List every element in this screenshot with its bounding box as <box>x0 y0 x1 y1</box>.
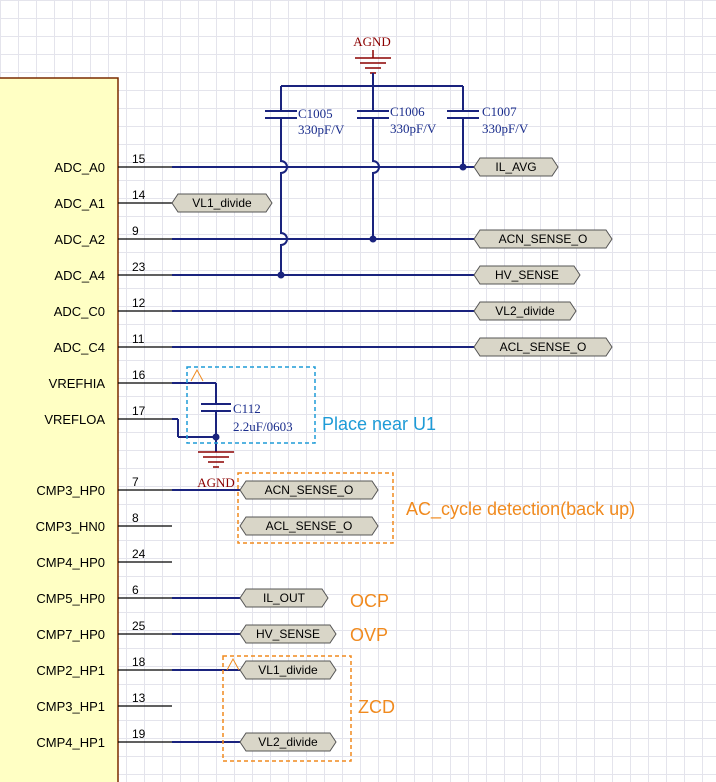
pin-name: CMP3_HN0 <box>36 519 105 534</box>
pin-number: 16 <box>132 368 146 382</box>
pin-number: 23 <box>132 260 146 274</box>
pin-name: CMP3_HP1 <box>36 699 105 714</box>
pin-name: ADC_A1 <box>54 196 105 211</box>
c1005-value: 330pF/V <box>298 122 345 137</box>
top-agnd-symbol <box>355 50 391 74</box>
port-hv-sense-a[interactable]: HV_SENSE <box>473 265 581 285</box>
pin-name: CMP2_HP1 <box>36 663 105 678</box>
port-acl-sense-a[interactable]: ACL_SENSE_O <box>473 337 613 357</box>
port-acn-sense-a-label: ACN_SENSE_O <box>499 232 588 246</box>
pin-numbers: 15 14 9 23 12 11 16 17 7 8 24 6 25 18 13 19 <box>132 152 146 741</box>
port-il-avg-label: IL_AVG <box>495 160 536 174</box>
port-hv-sense-b[interactable]: HV_SENSE <box>239 624 337 644</box>
port-vl2-divide-a[interactable]: VL2_divide <box>473 301 577 321</box>
pin-number: 13 <box>132 691 146 705</box>
ac-cycle-box <box>237 472 394 544</box>
ocp-note: OCP <box>350 591 389 611</box>
c112-ref: C112 <box>233 401 261 416</box>
pin-number: 15 <box>132 152 146 166</box>
chip-body <box>0 77 119 782</box>
port-il-out-label: IL_OUT <box>263 591 306 605</box>
pin-number: 8 <box>132 511 139 525</box>
place-near-box <box>186 366 316 444</box>
port-hv-sense-a-label: HV_SENSE <box>495 268 559 282</box>
port-vl1-divide-b-label: VL1_divide <box>258 663 318 677</box>
pin-number: 18 <box>132 655 146 669</box>
mid-agnd-label: AGND <box>197 475 235 490</box>
pin-name: ADC_A0 <box>54 160 105 175</box>
pin-number: 25 <box>132 619 146 633</box>
port-vl1-divide-a-label: VL1_divide <box>192 196 252 210</box>
pin-number: 17 <box>132 404 146 418</box>
pin-name: ADC_C4 <box>54 340 105 355</box>
zcd-note: ZCD <box>358 697 395 717</box>
c1006-ref: C1006 <box>390 104 425 119</box>
pin-name: CMP4_HP0 <box>36 555 105 570</box>
pin-name: CMP3_HP0 <box>36 483 105 498</box>
port-vl2-divide-b[interactable]: VL2_divide <box>239 732 337 752</box>
c1007-ref: C1007 <box>482 104 517 119</box>
pin-number: 14 <box>132 188 146 202</box>
ac-cycle-note: AC_cycle detection(back up) <box>406 499 635 520</box>
zcd-box <box>222 655 352 762</box>
port-il-avg[interactable]: IL_AVG <box>473 157 559 177</box>
port-vl1-divide-a[interactable]: VL1_divide <box>171 193 273 213</box>
pin-name: CMP5_HP0 <box>36 591 105 606</box>
port-acn-sense-b-label: ACN_SENSE_O <box>265 483 354 497</box>
pin-name: VREFHIA <box>49 376 106 391</box>
pin-names: ADC_A0ADC_A1ADC_A2ADC_A4ADC_C0ADC_C4VREF… <box>36 160 106 750</box>
pin-number: 11 <box>132 332 145 346</box>
port-vl2-divide-a-label: VL2_divide <box>495 304 555 318</box>
mid-agnd-symbol <box>198 451 234 468</box>
port-acl-sense-a-label: ACL_SENSE_O <box>500 340 587 354</box>
c1007-value: 330pF/V <box>482 121 529 136</box>
c112-value: 2.2uF/0603 <box>233 419 293 434</box>
c1005-ref: C1005 <box>298 106 333 121</box>
port-acl-sense-b-label: ACL_SENSE_O <box>266 519 353 533</box>
pin-number: 24 <box>132 547 146 561</box>
pin-number: 12 <box>132 296 146 310</box>
pin-number: 7 <box>132 475 139 489</box>
port-hv-sense-b-label: HV_SENSE <box>256 627 320 641</box>
pin-name: ADC_A4 <box>54 268 105 283</box>
junction-dots <box>212 163 467 441</box>
pin-name: ADC_C0 <box>54 304 105 319</box>
cmp2-hp1-marker-icon <box>226 657 240 671</box>
c1006-value: 330pF/V <box>390 121 437 136</box>
port-acn-sense-a[interactable]: ACN_SENSE_O <box>473 229 613 249</box>
port-acl-sense-b[interactable]: ACL_SENSE_O <box>239 516 379 536</box>
pin-number: 19 <box>132 727 146 741</box>
pin-name: ADC_A2 <box>54 232 105 247</box>
port-acn-sense-b[interactable]: ACN_SENSE_O <box>239 480 379 500</box>
pin-name: CMP7_HP0 <box>36 627 105 642</box>
net-wires <box>172 166 474 743</box>
port-vl2-divide-b-label: VL2_divide <box>258 735 318 749</box>
vrefhia-marker-icon <box>190 368 204 382</box>
ovp-note: OVP <box>350 625 388 645</box>
pin-number: 9 <box>132 224 139 238</box>
pin-name: CMP4_HP1 <box>36 735 105 750</box>
capacitor-bank-wires <box>265 73 479 275</box>
place-near-note: Place near U1 <box>322 414 436 434</box>
port-vl1-divide-b[interactable]: VL1_divide <box>239 660 337 680</box>
pin-name: VREFLOA <box>44 412 105 427</box>
pin-number: 6 <box>132 583 139 597</box>
pin-stubs <box>118 166 172 743</box>
top-agnd-label: AGND <box>353 34 391 49</box>
port-il-out[interactable]: IL_OUT <box>239 588 329 608</box>
